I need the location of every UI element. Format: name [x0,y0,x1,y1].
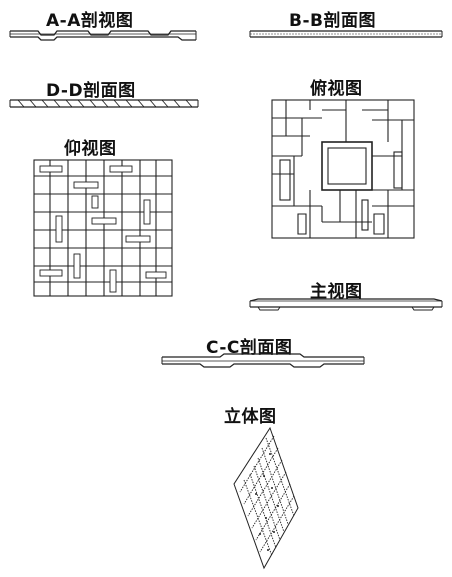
dd-section-view [8,97,202,111]
bb-section-view [248,28,444,40]
top-view [262,96,428,242]
front-view-title: 主视图 [310,282,363,302]
iso-view-title: 立体图 [224,407,277,427]
bb-title: B-B剖面图 [289,11,376,31]
aa-title: A-A剖视图 [46,11,134,31]
top-view-title: 俯视图 [310,79,363,99]
iso-view [226,424,304,572]
aa-section-view [8,28,198,42]
bottom-view-title: 仰视图 [64,139,117,159]
front-view [248,297,444,311]
cc-title: C-C剖面图 [206,338,293,358]
bottom-view [30,156,176,300]
dd-title: D-D剖面图 [46,81,136,101]
cc-section-view [160,353,366,368]
